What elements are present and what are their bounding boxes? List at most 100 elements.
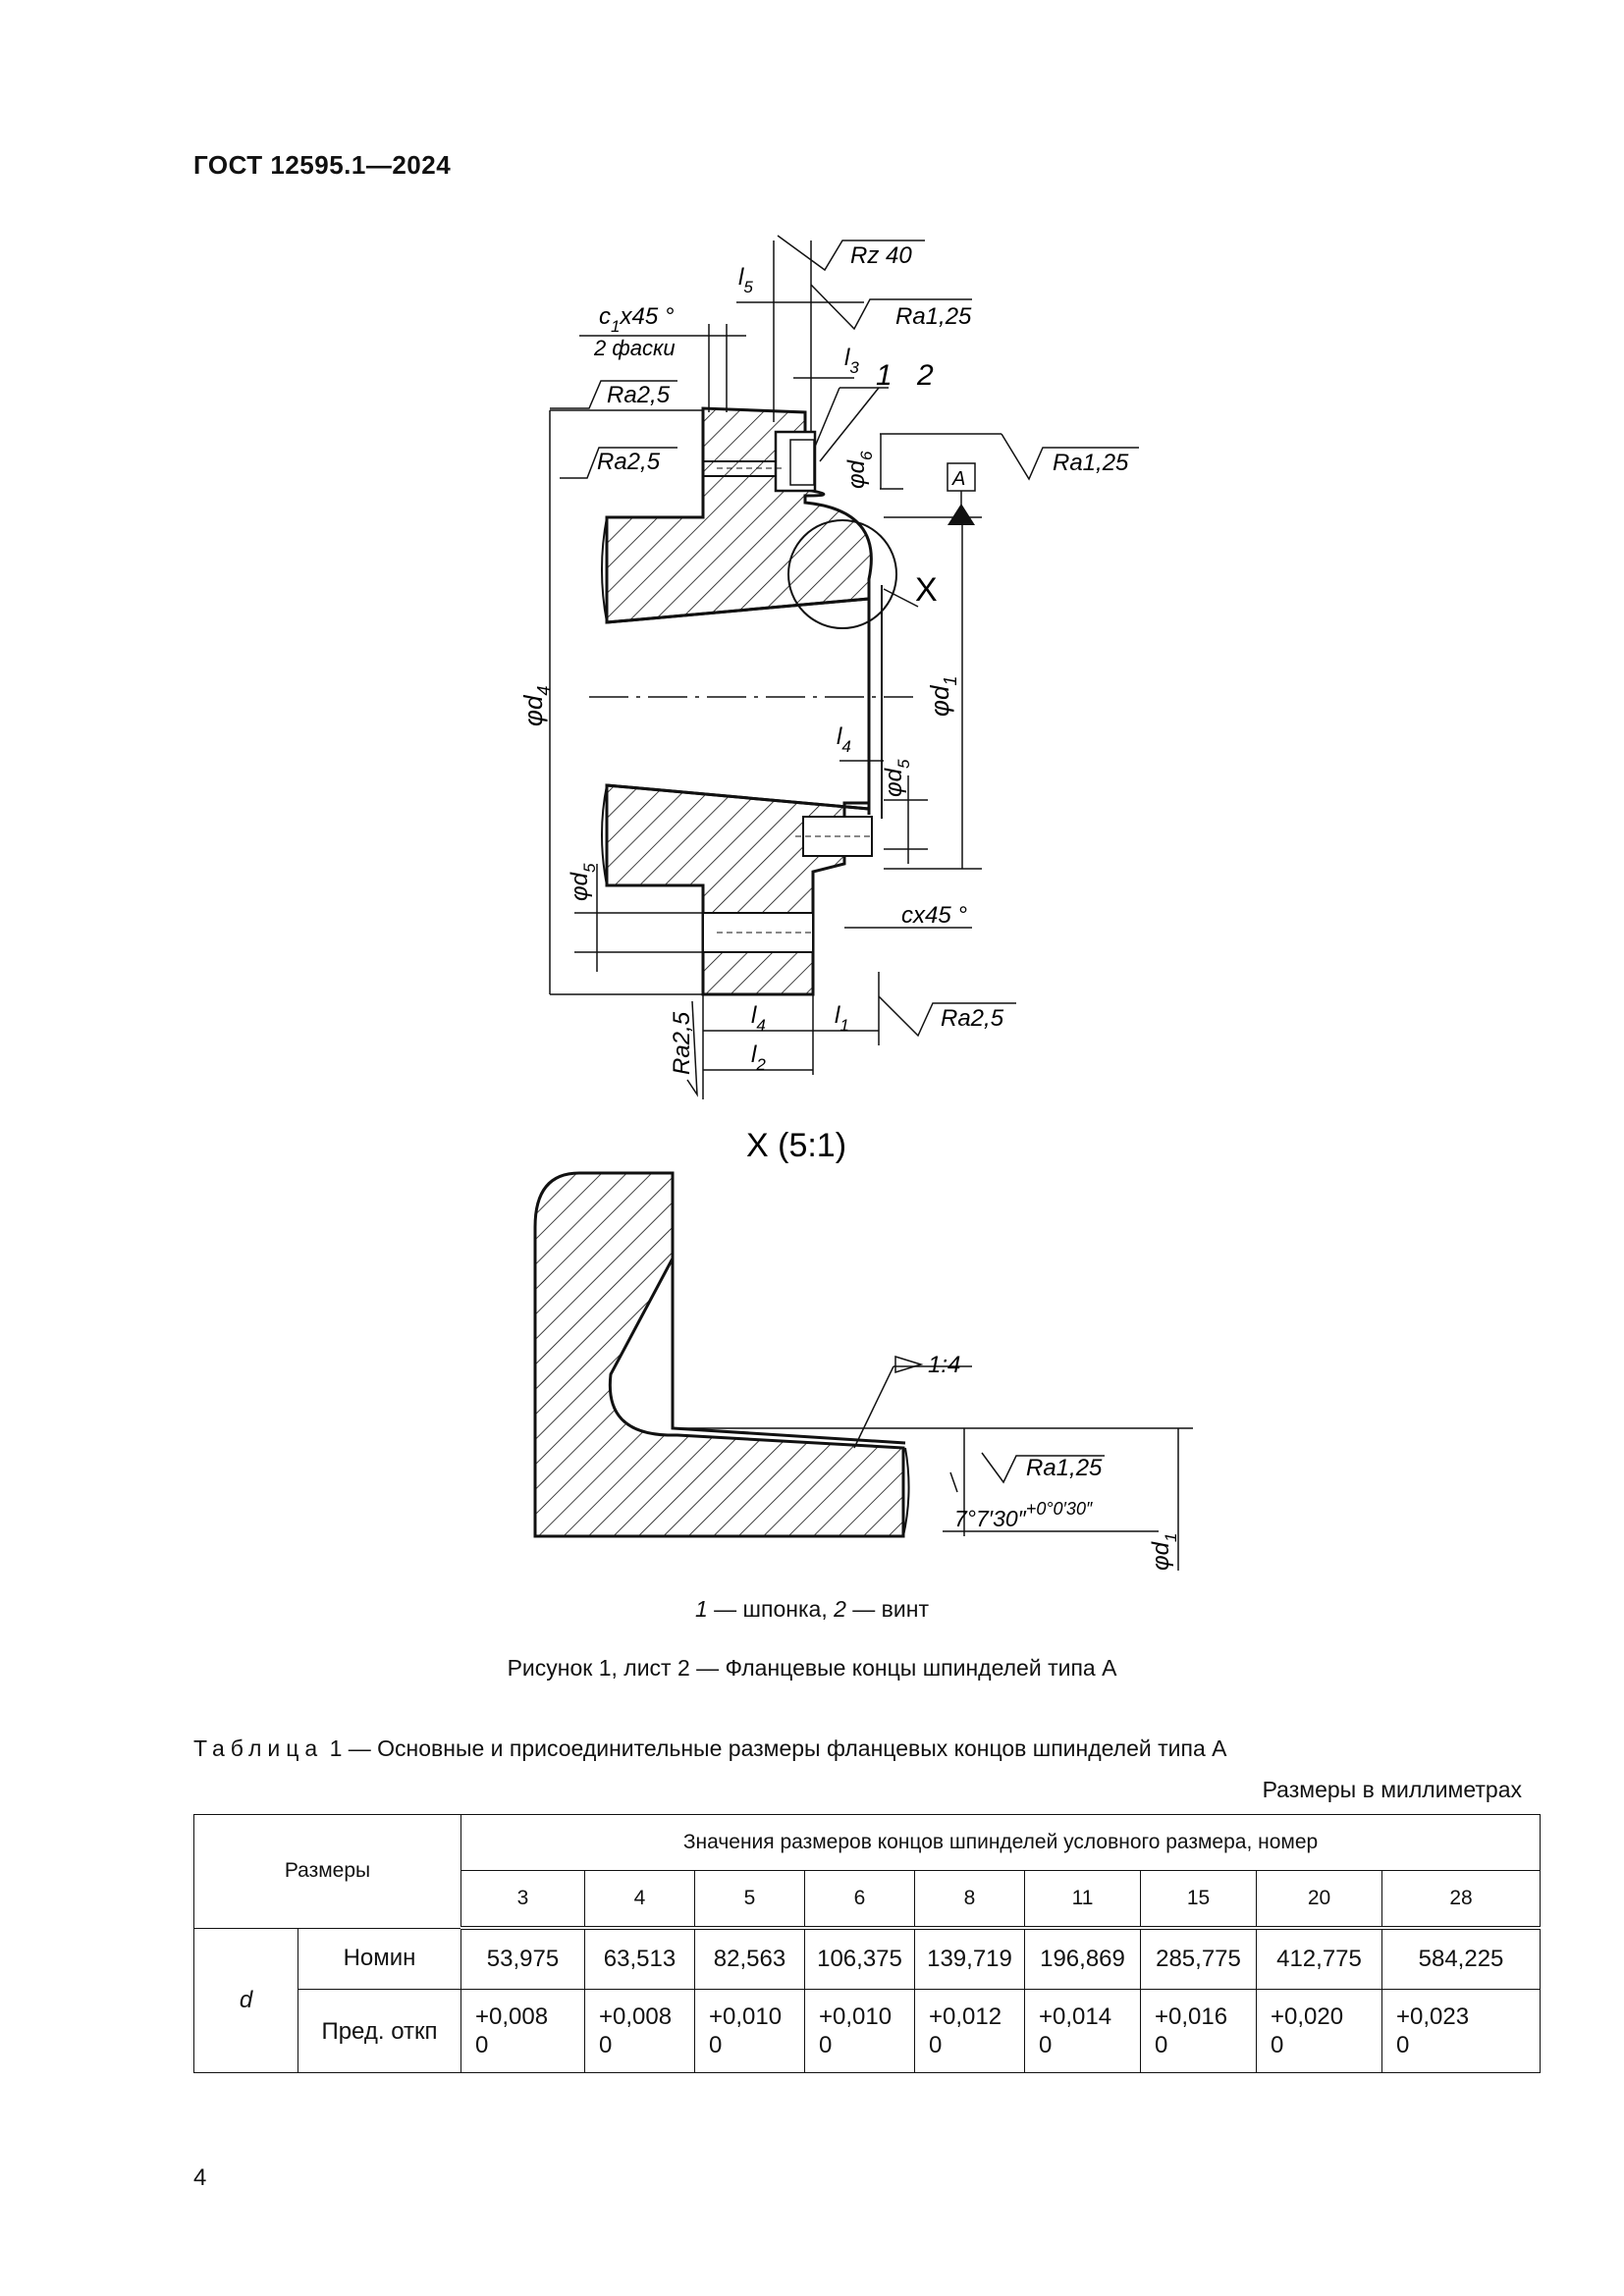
header-number-cell: 28	[1380, 1870, 1542, 1930]
header-number-cell: 8	[914, 1870, 1025, 1930]
svg-text:l2: l2	[751, 1041, 766, 1074]
units-note: Размеры в миллиметрах	[1262, 1777, 1522, 1802]
roughness-ra25-bottom-label: Ra2,5	[941, 1005, 1004, 1032]
figure-legend: 1 — шпонка, 2 — винт	[694, 1596, 929, 1622]
roughness-ra25-vertical-label: Ra2,5	[669, 1011, 695, 1075]
roughness-ra25-top-label: Ra2,5	[607, 382, 671, 408]
svg-text:l3: l3	[844, 345, 859, 377]
header-number-cell: 15	[1140, 1870, 1257, 1930]
table-caption: Таблица 1 — Основные и присоединительные…	[193, 1735, 1227, 1761]
dim-two-chamfers-label: 2 фаски	[593, 336, 676, 360]
dim-l1-label: l	[835, 1002, 840, 1029]
svg-text:l1: l1	[835, 1002, 849, 1035]
detail-angle-tolerance: +0°0′30″	[1026, 1499, 1093, 1519]
dim-d4-label: φd	[518, 694, 548, 726]
dim-d5-right-label: φd	[881, 768, 907, 797]
tolerance-upper: +0,008	[599, 2003, 673, 2030]
nominal-value-cell: 63,513	[584, 1927, 695, 1990]
tolerance-lower: 0	[709, 2032, 723, 2058]
nominal-value-cell: 53,975	[460, 1927, 585, 1990]
svg-text:c1x45 °: c1x45 °	[599, 303, 675, 336]
tolerance-lower: 0	[819, 2032, 833, 2058]
tolerance-upper: +0,014	[1039, 2003, 1112, 2030]
svg-text:φd6: φd6	[843, 451, 876, 489]
datum-a-label: A	[951, 468, 965, 490]
tolerance-lower: 0	[929, 2032, 943, 2058]
header-number-cell: 3	[460, 1870, 585, 1930]
header-number-cell: 11	[1024, 1870, 1141, 1930]
tolerance-upper: +0,010	[709, 2003, 783, 2030]
page-number: 4	[193, 2164, 207, 2191]
svg-text:φd1: φd1	[1148, 1533, 1180, 1571]
dim-l4-upper-label: l	[837, 723, 842, 750]
tolerance-upper: +0,020	[1271, 2003, 1344, 2030]
tolerance-lower: 0	[475, 2032, 489, 2058]
roughness-rz40-label: Rz 40	[850, 242, 912, 269]
dim-c45-label: cx45 °	[901, 902, 967, 929]
tolerance-upper: +0,010	[819, 2003, 893, 2030]
tolerance-lower: 0	[1155, 2032, 1168, 2058]
header-number-cell: 6	[804, 1870, 915, 1930]
nominal-value-cell: 139,719	[914, 1927, 1025, 1990]
dim-d5-left-label: φd	[567, 872, 593, 901]
tolerance-upper: +0,012	[929, 2003, 1002, 2030]
technical-drawing: Rz 40 Ra1,25 Ra2,5 Ra2,5 Ra1,25 Ra2,5 Ra…	[518, 235, 1193, 1571]
nominal-value-cell: 412,775	[1256, 1927, 1382, 1990]
dim-l5-label: l	[738, 264, 744, 291]
header-number-cell: 5	[694, 1870, 805, 1930]
nominal-value-cell: 584,225	[1380, 1927, 1542, 1990]
tolerance-upper: +0,016	[1155, 2003, 1228, 2030]
document-header: ГОСТ 12595.1—2024	[193, 150, 452, 180]
dim-l2-label: l	[751, 1041, 757, 1068]
svg-text:φd1: φd1	[925, 676, 960, 717]
roughness-ra125-top-label: Ra1,25	[895, 303, 972, 330]
dim-l4-lower-label: l	[751, 1002, 757, 1029]
tolerance-lower: 0	[1396, 2032, 1410, 2058]
tolerance-lower: 0	[599, 2032, 613, 2058]
tolerance-lower: 0	[1271, 2032, 1284, 2058]
header-sizes: Размеры	[193, 1814, 461, 1929]
svg-text:φd4: φd4	[518, 686, 554, 726]
nominal-value-cell: 106,375	[804, 1927, 915, 1990]
nominal-value-cell: 285,775	[1140, 1927, 1257, 1990]
header-group: Значения размеров концов шпинделей услов…	[460, 1814, 1542, 1871]
dim-l3-label: l	[844, 345, 850, 371]
dim-d1-label: φd	[925, 684, 954, 717]
svg-text:l4: l4	[837, 723, 851, 756]
param-d: d	[193, 1927, 298, 2073]
svg-text:7°7′30″+0°0′30″: 7°7′30″+0°0′30″	[954, 1499, 1093, 1531]
tolerance-upper: +0,023	[1396, 2003, 1470, 2030]
dim-c1-label: c	[599, 303, 611, 330]
svg-text:φd5: φd5	[567, 863, 599, 901]
detail-x-title: X (5:1)	[746, 1127, 846, 1164]
tolerance-lower: 0	[1039, 2032, 1053, 2058]
nominal-value-cell: 82,563	[694, 1927, 805, 1990]
callout-x: X	[915, 571, 938, 609]
detail-taper-label: 1:4	[928, 1352, 960, 1378]
detail-hatch	[533, 1171, 905, 1538]
svg-text:l4: l4	[751, 1002, 766, 1035]
row-nominal-label: Номин	[298, 1927, 461, 1990]
row-tolerance-label: Пред. откп	[298, 1989, 461, 2073]
detail-angle-label: 7°7′30″	[954, 1506, 1027, 1531]
detail-roughness-label: Ra1,25	[1026, 1455, 1103, 1481]
svg-text:φd5: φd5	[881, 759, 913, 797]
header-number-cell: 4	[584, 1870, 695, 1930]
detail-d1-label: φd	[1148, 1541, 1174, 1571]
figure-caption: Рисунок 1, лист 2 — Фланцевые концы шпин…	[507, 1655, 1117, 1681]
section-upper-hatch	[605, 406, 873, 624]
svg-text:l5: l5	[738, 264, 753, 296]
dim-d6-label: φd	[843, 459, 870, 489]
roughness-ra125-right-label: Ra1,25	[1053, 450, 1129, 476]
tolerance-upper: +0,008	[475, 2003, 549, 2030]
dimensions-table: Размеры Значения размеров концов шпиндел…	[193, 1814, 1542, 2073]
